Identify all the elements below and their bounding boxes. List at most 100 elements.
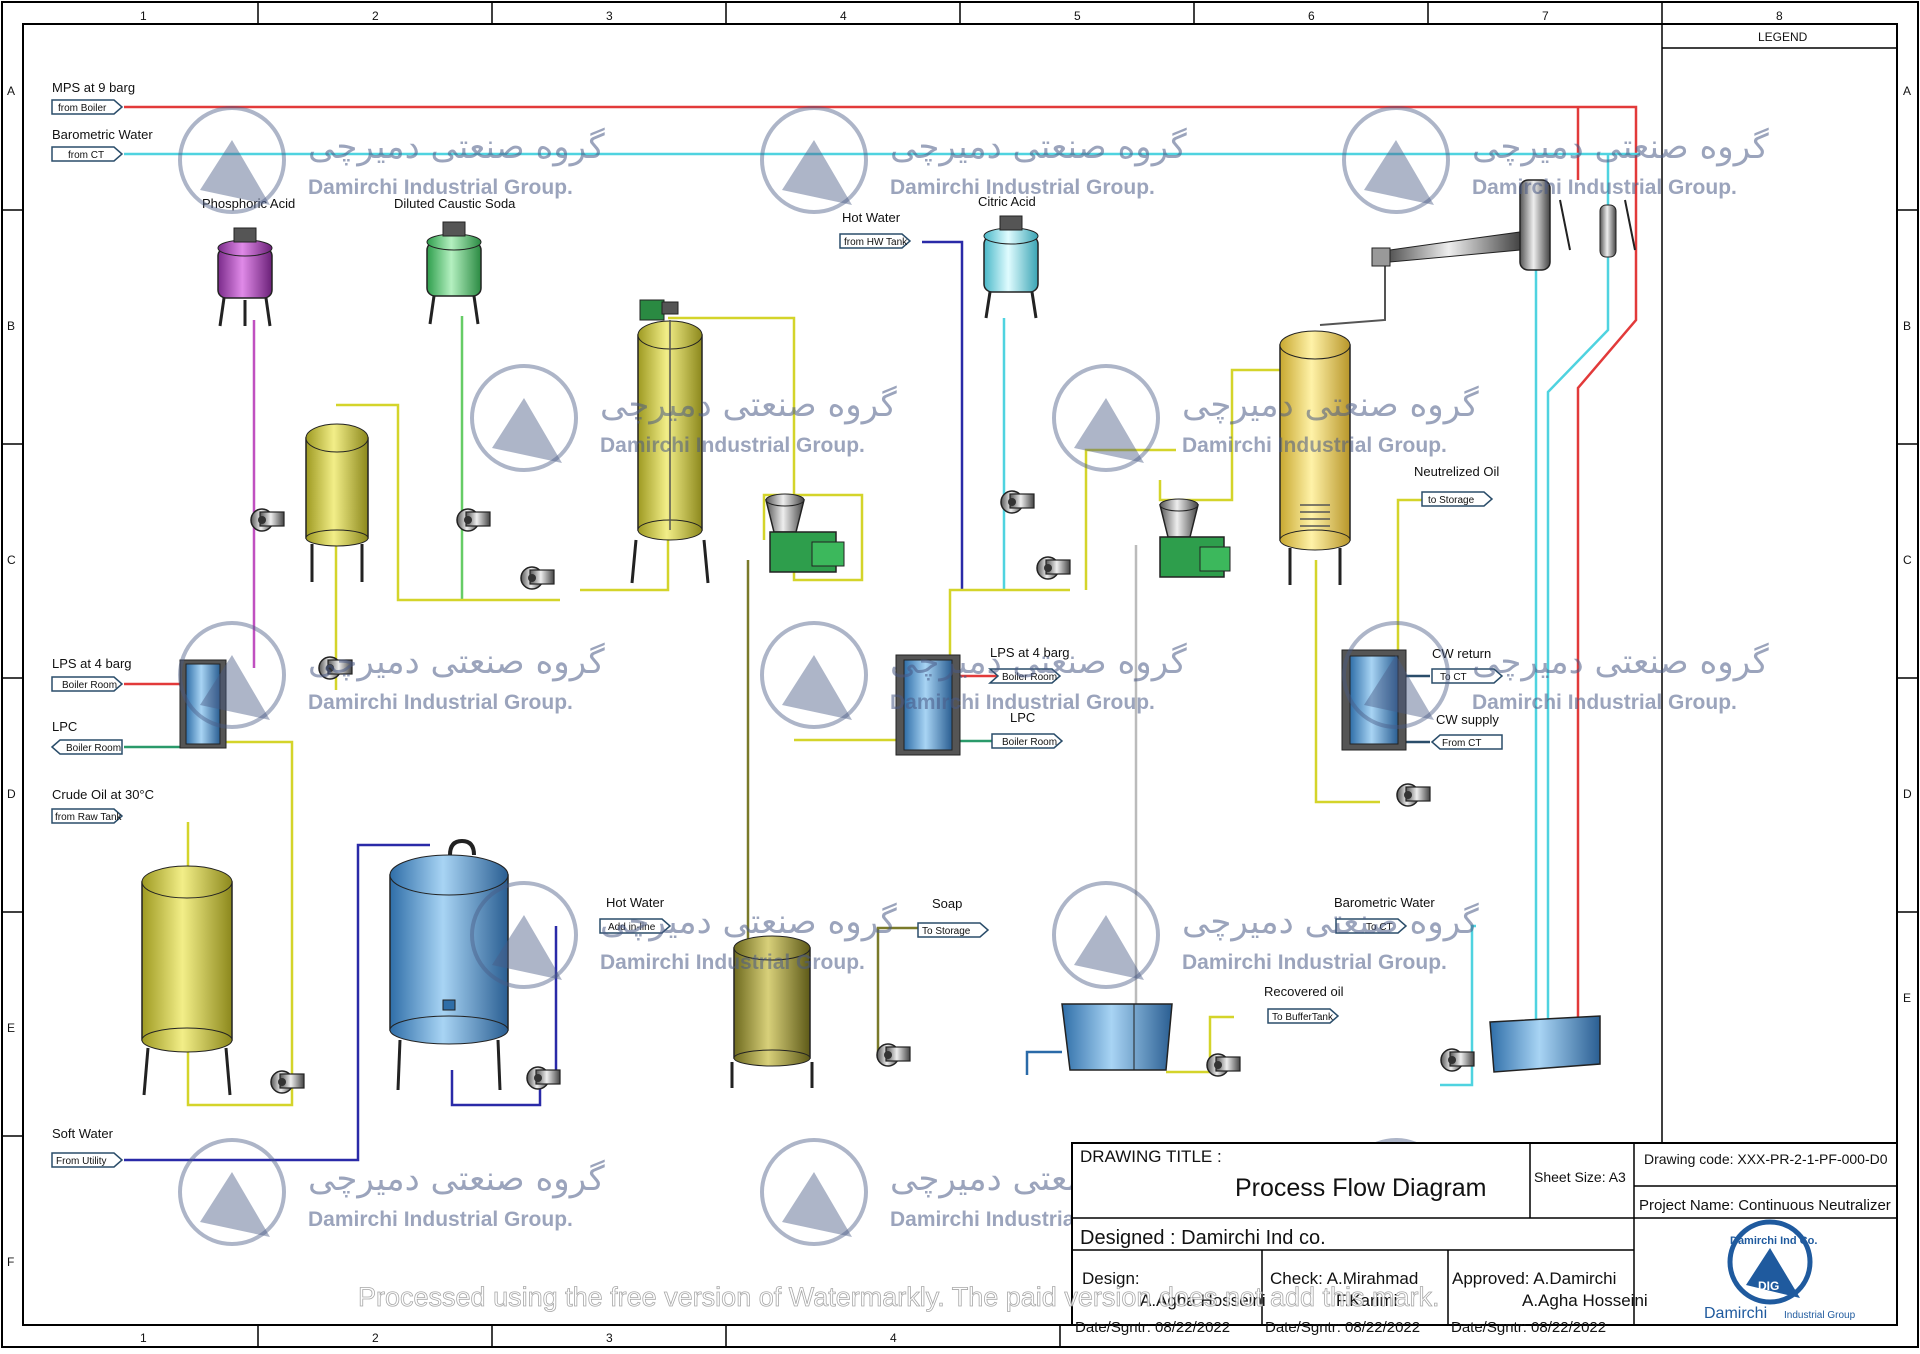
stream-11-tag: From CT bbox=[1442, 738, 1481, 749]
legend-panel: LEGEND bbox=[1661, 24, 1897, 1143]
design-label: Design: bbox=[1082, 1269, 1140, 1288]
caustic-soda-tank[interactable] bbox=[426, 221, 482, 325]
drawing-code: Drawing code: XXX-PR-2-1-PF-000-D0 bbox=[1644, 1151, 1888, 1167]
stream-0-tag: from Boiler bbox=[58, 103, 107, 114]
stream-3-label: LPS at 4 barg bbox=[52, 656, 132, 671]
date-1: Date/Sgntr: 08/22/2022 bbox=[1075, 1319, 1230, 1336]
svg-text:گروه صنعتی دمیرچی: گروه صنعتی دمیرچی bbox=[1472, 642, 1769, 682]
svg-text:Damirchi Industrial Group.: Damirchi Industrial Group. bbox=[890, 691, 1155, 714]
col-5: 5 bbox=[1074, 9, 1081, 23]
stream-10-label: CW return bbox=[1432, 646, 1491, 661]
svg-text:گروه صنعتی دمیرچی: گروه صنعتی دمیرچی bbox=[308, 642, 605, 682]
stream-13-label: Soap bbox=[932, 896, 962, 911]
row-b-right: B bbox=[1903, 319, 1911, 333]
stream-4-label: LPC bbox=[52, 719, 77, 734]
bottom-col-3: 3 bbox=[606, 1331, 613, 1345]
watermark-9: گروه صنعتی دمیرچی Damirchi Industrial Gr… bbox=[470, 881, 897, 989]
row-d-right: D bbox=[1903, 787, 1912, 801]
svg-text:Damirchi Industrial Group.: Damirchi Industrial Group. bbox=[1472, 691, 1737, 714]
svg-text:Damirchi Industrial Group.: Damirchi Industrial Group. bbox=[600, 951, 865, 974]
col-6: 6 bbox=[1308, 9, 1315, 23]
designed-by: Designed : Damirchi Ind co. bbox=[1080, 1227, 1326, 1249]
plate-heat-exchanger-3[interactable] bbox=[1341, 649, 1407, 751]
svg-text:گروه صنعتی دمیرچی: گروه صنعتی دمیرچی bbox=[890, 642, 1187, 682]
stream-14-tag: To CT bbox=[1366, 922, 1393, 933]
grid-labels: 1 2 3 4 5 6 7 8 A B C D E F A B C D E 1 … bbox=[7, 9, 1912, 1345]
phosphoric-acid-tank[interactable] bbox=[217, 227, 273, 327]
svg-text:Damirchi Industrial Group.: Damirchi Industrial Group. bbox=[308, 1208, 573, 1231]
watermark-3: گروه صنعتی دمیرچی Damirchi Industrial Gr… bbox=[1342, 106, 1769, 214]
citric-acid-tank[interactable] bbox=[983, 215, 1039, 319]
hot-water-tank[interactable] bbox=[389, 838, 509, 1091]
date-3: Date/Sgntr: 08/22/2022 bbox=[1451, 1319, 1606, 1336]
watermark-11: گروه صنعتی دمیرچی Damirchi Industrial Gr… bbox=[178, 1138, 605, 1246]
stream-9-tag: to Storage bbox=[1428, 495, 1475, 506]
check-label: Check: A.Mirahmad bbox=[1270, 1269, 1418, 1288]
stream-3-tag: Boiler Room bbox=[62, 680, 117, 691]
stream-10-tag: To CT bbox=[1440, 672, 1467, 683]
stream-6-tag: From Utility bbox=[56, 1156, 107, 1167]
plate-heat-exchanger-1[interactable] bbox=[179, 659, 227, 749]
col-8: 8 bbox=[1776, 9, 1783, 23]
watermark-7: گروه صنعتی دمیرچی Damirchi Industrial Gr… bbox=[760, 621, 1187, 729]
label-citric: Citric Acid bbox=[978, 194, 1036, 209]
stream-6-label: Soft Water bbox=[52, 1126, 114, 1141]
row-c-right: C bbox=[1903, 553, 1912, 567]
stream-0-label: MPS at 9 barg bbox=[52, 80, 135, 95]
row-a-right: A bbox=[1903, 84, 1911, 98]
stream-2-label: Hot Water bbox=[842, 210, 901, 225]
col-3: 3 bbox=[606, 9, 613, 23]
hot-well[interactable] bbox=[1489, 1015, 1601, 1073]
svg-text:گروه صنعتی دمیرچی: گروه صنعتی دمیرچی bbox=[600, 385, 897, 425]
oil-recovery-trough[interactable] bbox=[1061, 1003, 1173, 1071]
reaction-mixer[interactable] bbox=[630, 299, 710, 584]
vacuum-dryer[interactable] bbox=[1279, 330, 1351, 585]
col-2: 2 bbox=[372, 9, 379, 23]
col-7: 7 bbox=[1542, 9, 1549, 23]
design-name: A.Agha Hosseini bbox=[1140, 1291, 1266, 1310]
svg-text:گروه صنعتی دمیرچی: گروه صنعتی دمیرچی bbox=[1472, 127, 1769, 167]
svg-text:Damirchi Industrial Group.: Damirchi Industrial Group. bbox=[600, 434, 865, 457]
col-4: 4 bbox=[840, 9, 847, 23]
approved-label: Approved: A.Damirchi bbox=[1452, 1269, 1616, 1288]
crude-buffer-vessel[interactable] bbox=[305, 423, 369, 582]
check-name: F.Karimi bbox=[1336, 1291, 1397, 1310]
row-b-left: B bbox=[7, 319, 15, 333]
plate-heat-exchanger-2[interactable] bbox=[895, 654, 961, 756]
drawing-title: Process Flow Diagram bbox=[1235, 1174, 1486, 1202]
row-f-left: F bbox=[7, 1255, 14, 1269]
stream-8-tag: Boiler Room bbox=[1002, 737, 1057, 748]
label-caustic: Diluted Caustic Soda bbox=[394, 196, 516, 211]
svg-text:Damirchi Industrial Group.: Damirchi Industrial Group. bbox=[1472, 176, 1737, 199]
stream-11-label: CW supply bbox=[1436, 712, 1499, 727]
title-block: DRAWING TITLE : Process Flow Diagram She… bbox=[1071, 1142, 1898, 1336]
svg-text:Damirchi Industrial Group.: Damirchi Industrial Group. bbox=[890, 176, 1155, 199]
svg-text:گروه صنعتی دمیرچی: گروه صنعتی دمیرچی bbox=[890, 127, 1187, 167]
stream-15-tag: To BufferTank bbox=[1272, 1012, 1334, 1023]
vacuum-ejector[interactable] bbox=[1371, 179, 1636, 271]
pipelines bbox=[124, 105, 1640, 1162]
soap-tank[interactable] bbox=[730, 935, 814, 1088]
watermarks: گروه صنعتی دمیرچی Damirchi Industrial Gr… bbox=[178, 106, 1769, 1246]
stream-8-label: LPC bbox=[1010, 710, 1035, 725]
stream-12-tag: Add in-line bbox=[608, 922, 656, 933]
watermark-2: گروه صنعتی دمیرچی Damirchi Industrial Gr… bbox=[760, 106, 1187, 214]
svg-text:Damirchi Industrial Group.: Damirchi Industrial Group. bbox=[308, 691, 573, 714]
watermark-6: گروه صنعتی دمیرچی Damirchi Industrial Gr… bbox=[178, 621, 605, 729]
stream-7-tag: Boiler Room bbox=[1002, 672, 1057, 683]
crude-oil-tank[interactable] bbox=[141, 865, 233, 1096]
watermark-10: گروه صنعتی دمیرچی Damirchi Industrial Gr… bbox=[1052, 881, 1479, 989]
stream-7-label: LPS at 4 barg bbox=[990, 645, 1070, 660]
row-d-left: D bbox=[7, 787, 16, 801]
stream-2-tag: from HW Tank bbox=[844, 237, 908, 248]
svg-text:گروه صنعتی دمیرچی: گروه صنعتی دمیرچی bbox=[1182, 385, 1479, 425]
watermarkly-banner: Processed using the free version of Wate… bbox=[358, 1282, 1440, 1312]
company-logo: Damirchi Ind Co. DIG Damirchi Industrial… bbox=[1704, 1219, 1856, 1322]
logo-mid: DIG bbox=[1758, 1279, 1779, 1293]
logo-top: Damirchi Ind Co. bbox=[1730, 1235, 1817, 1247]
centrifuge-separator-2[interactable] bbox=[1159, 498, 1231, 578]
stream-1-tag: from CT bbox=[68, 150, 104, 161]
centrifuge-separator-1[interactable] bbox=[765, 493, 845, 573]
